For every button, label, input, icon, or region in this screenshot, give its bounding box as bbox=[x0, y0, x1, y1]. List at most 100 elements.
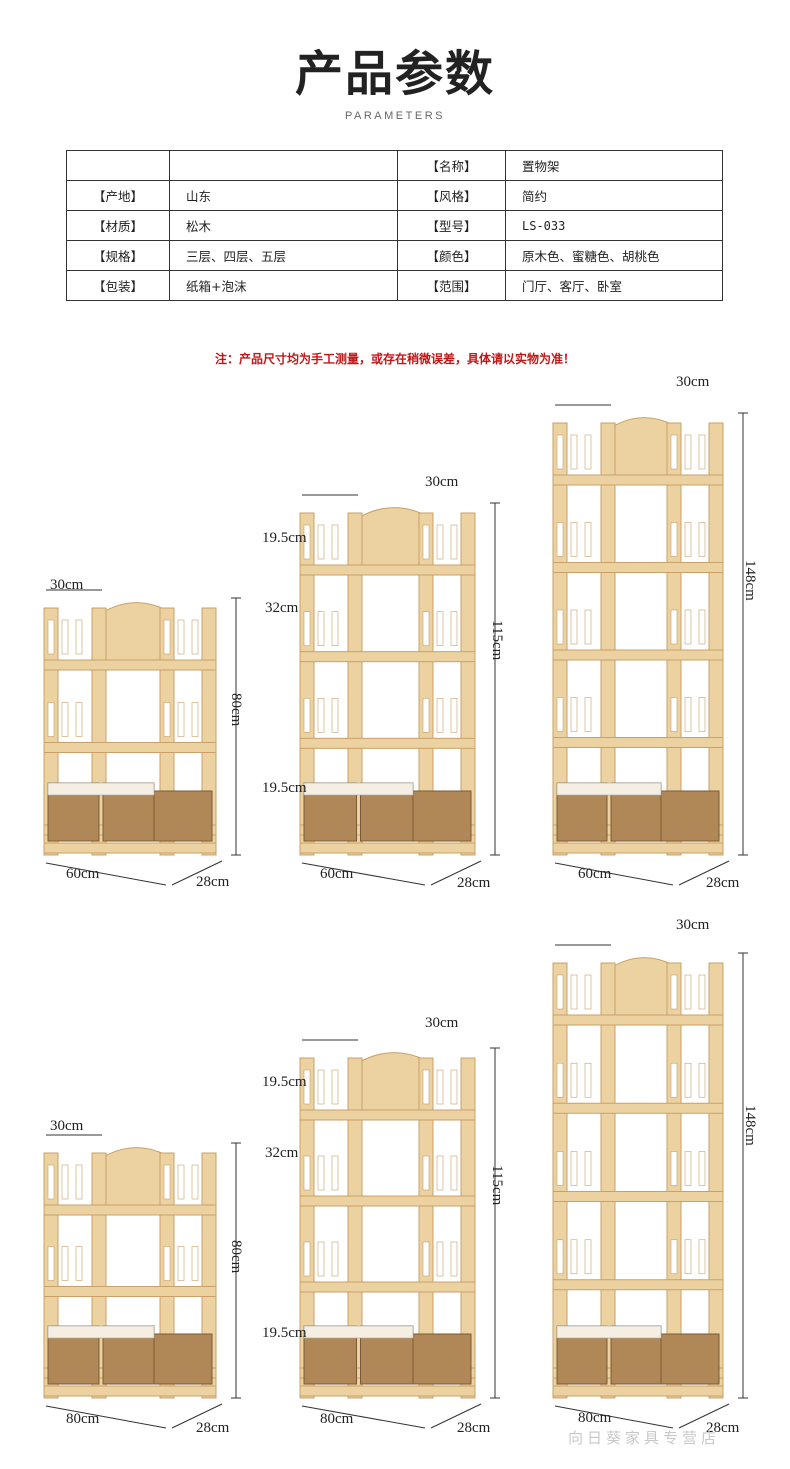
param-label: 【材质】 bbox=[66, 210, 170, 241]
table-row: 【产地】 山东 【风格】 简约 bbox=[66, 180, 723, 211]
shelf-slat bbox=[570, 1062, 578, 1098]
width-label: 80cm bbox=[578, 1410, 612, 1426]
shelf-slat bbox=[317, 1241, 325, 1277]
height-label: 148cm bbox=[742, 1105, 758, 1146]
shelf-slat bbox=[450, 611, 458, 646]
shelf-slat bbox=[422, 611, 430, 646]
depth-dimension-line bbox=[171, 860, 223, 886]
table-row: 【规格】 三层、四层、五层 【颜色】 原木色、蜜糖色、胡桃色 bbox=[66, 240, 723, 271]
param-label: 【范围】 bbox=[397, 270, 506, 301]
shelf-slat bbox=[670, 609, 678, 645]
height-label: 148cm bbox=[742, 560, 758, 601]
shelf-post bbox=[418, 512, 434, 856]
storage-basket bbox=[412, 1333, 472, 1385]
width-dimension-line bbox=[301, 1405, 426, 1429]
shelf-post bbox=[299, 1057, 315, 1399]
param-label: 【颜色】 bbox=[397, 240, 506, 271]
shelf-slat bbox=[303, 611, 311, 646]
width-dimension-line bbox=[45, 862, 167, 886]
width-label: 80cm bbox=[66, 1411, 100, 1427]
shelf-slat bbox=[684, 697, 692, 732]
shelf-slat bbox=[331, 524, 339, 560]
shelf-slat bbox=[670, 522, 678, 557]
shelf-slat bbox=[698, 1239, 706, 1275]
depth-top-label: 30cm bbox=[425, 474, 459, 490]
shelf-slat bbox=[436, 524, 444, 560]
shelf-slat bbox=[684, 1239, 692, 1275]
height-label: 115cm bbox=[489, 620, 505, 661]
shelf-slat bbox=[422, 1241, 430, 1277]
bottom-gap-label: 19.5cm bbox=[262, 780, 307, 796]
shelf-slat bbox=[177, 1164, 185, 1200]
shelf-slat bbox=[584, 609, 592, 645]
shelf-slat bbox=[670, 1239, 678, 1275]
shelf-post bbox=[418, 1057, 434, 1399]
shelf-slat bbox=[317, 611, 325, 646]
shelf-board bbox=[43, 1204, 217, 1216]
shelf-slat bbox=[75, 1246, 83, 1281]
shelf-slat bbox=[670, 974, 678, 1010]
param-label: 【包装】 bbox=[66, 270, 170, 301]
shelf-slat bbox=[556, 1239, 564, 1275]
shelf-base bbox=[299, 1385, 476, 1397]
shelf-slat bbox=[670, 434, 678, 470]
basket-liner bbox=[47, 782, 155, 796]
depth-label: 28cm bbox=[196, 874, 230, 890]
shelf-slat bbox=[570, 609, 578, 645]
storage-basket bbox=[153, 790, 213, 842]
shelf-slat bbox=[584, 1151, 592, 1186]
shelf-slat bbox=[61, 1164, 69, 1200]
shelf-slat bbox=[584, 1239, 592, 1275]
param-value: 三层、四层、五层 bbox=[169, 240, 398, 271]
shelf-board bbox=[299, 1109, 476, 1121]
shelf-slat bbox=[436, 1241, 444, 1277]
shelf-slat bbox=[177, 1246, 185, 1281]
mid-gap-label: 32cm bbox=[265, 1145, 299, 1161]
depth-dimension-line bbox=[171, 1403, 223, 1429]
shelf-slat bbox=[303, 698, 311, 733]
shelf-slat bbox=[303, 524, 311, 560]
shelf-base bbox=[552, 1385, 724, 1397]
shelf-slat bbox=[75, 619, 83, 655]
width-dimension-line bbox=[45, 1405, 167, 1429]
shelf-slat bbox=[436, 611, 444, 646]
width-label: 60cm bbox=[578, 866, 612, 882]
param-value: 简约 bbox=[505, 180, 723, 211]
page-title: 产品参数 bbox=[294, 46, 495, 102]
shelf-slat bbox=[584, 697, 592, 732]
shelf-slat bbox=[698, 697, 706, 732]
shelf-slat bbox=[556, 697, 564, 732]
table-row: 【名称】 置物架 bbox=[66, 150, 723, 181]
shelf-slat bbox=[191, 702, 199, 737]
shelf-board bbox=[552, 1191, 724, 1202]
measurement-note: 注：产品尺寸均为手工测量，或存在稍微误差，具体请以实物为准！ bbox=[214, 352, 575, 366]
shelf-board bbox=[299, 1281, 476, 1293]
width-dimension-line bbox=[554, 1405, 674, 1429]
depth-dimension-line bbox=[678, 860, 730, 886]
shelf-slat bbox=[317, 1069, 325, 1105]
shelf-slat bbox=[163, 619, 171, 655]
shelf-slat bbox=[331, 611, 339, 646]
store-watermark: 向日葵家具专营店 bbox=[568, 1429, 721, 1447]
shelf-post bbox=[299, 512, 315, 856]
shelf-slat bbox=[436, 1155, 444, 1191]
shelf-slat bbox=[61, 619, 69, 655]
shelf-slat bbox=[317, 1155, 325, 1191]
storage-basket bbox=[412, 790, 472, 842]
shelf-slat bbox=[163, 702, 171, 737]
depth-dimension-line bbox=[678, 1403, 730, 1429]
shelf-slat bbox=[177, 619, 185, 655]
table-row: 【包装】 纸箱+泡沫 【范围】 门厅、客厅、卧室 bbox=[66, 270, 723, 301]
shelf-slat bbox=[556, 1151, 564, 1186]
shelf-slat bbox=[684, 522, 692, 557]
width-label: 80cm bbox=[320, 1411, 354, 1427]
shelf-slat bbox=[684, 1062, 692, 1098]
param-value: 门厅、客厅、卧室 bbox=[505, 270, 723, 301]
shelf-slat bbox=[450, 524, 458, 560]
shelf-board bbox=[299, 564, 476, 576]
shelf-board bbox=[43, 659, 217, 671]
shelf-board bbox=[552, 562, 724, 573]
shelf-board bbox=[299, 737, 476, 749]
shelf-slat bbox=[75, 1164, 83, 1200]
shelf-slat bbox=[47, 1246, 55, 1281]
